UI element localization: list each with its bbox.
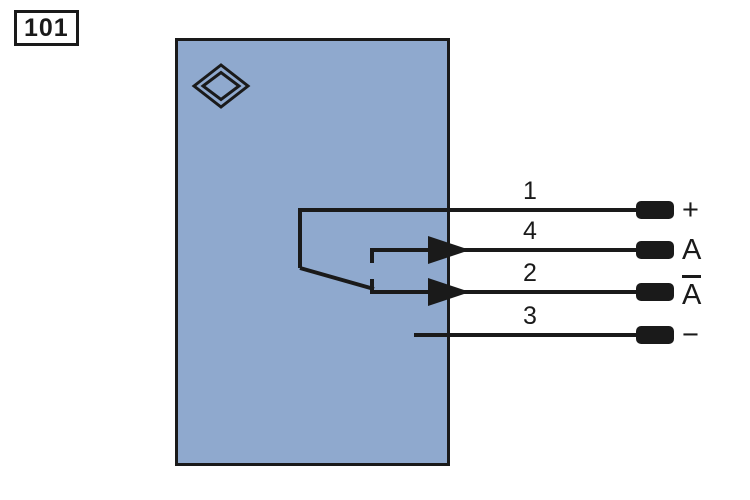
wire-1-pin-label: 1 bbox=[523, 177, 537, 205]
wire-4-arrow-icon bbox=[428, 236, 470, 264]
plus-symbol: + bbox=[682, 194, 699, 226]
wire-3-pin-label: 3 bbox=[523, 302, 537, 330]
output-a-inverted-symbol: A bbox=[682, 275, 702, 310]
wire-3-signal-label: − bbox=[682, 318, 730, 352]
wire-2-signal-label: A bbox=[682, 275, 730, 310]
wire-2-line bbox=[370, 279, 638, 294]
output-a-symbol: A bbox=[682, 234, 702, 266]
wire-4-pin-label: 4 bbox=[523, 217, 537, 245]
wire-1-signal-label: + bbox=[682, 193, 730, 227]
wire-2-terminal bbox=[636, 283, 674, 301]
minus-symbol: − bbox=[682, 319, 699, 351]
wire-1-terminal bbox=[636, 201, 674, 219]
wire-1-line bbox=[298, 208, 638, 268]
wire-2-pin-label: 2 bbox=[523, 259, 537, 287]
wire-4-signal-label: A bbox=[682, 233, 730, 267]
wire-3-terminal bbox=[636, 326, 674, 344]
switch-arm bbox=[299, 266, 375, 291]
figure-number-box: 101 bbox=[14, 10, 79, 46]
figure-number: 101 bbox=[24, 14, 69, 42]
wire-2-arrow-icon bbox=[428, 278, 470, 306]
proximity-sensor-diamond-icon bbox=[191, 63, 251, 109]
wire-4-line bbox=[370, 248, 638, 263]
wire-4-terminal bbox=[636, 241, 674, 259]
